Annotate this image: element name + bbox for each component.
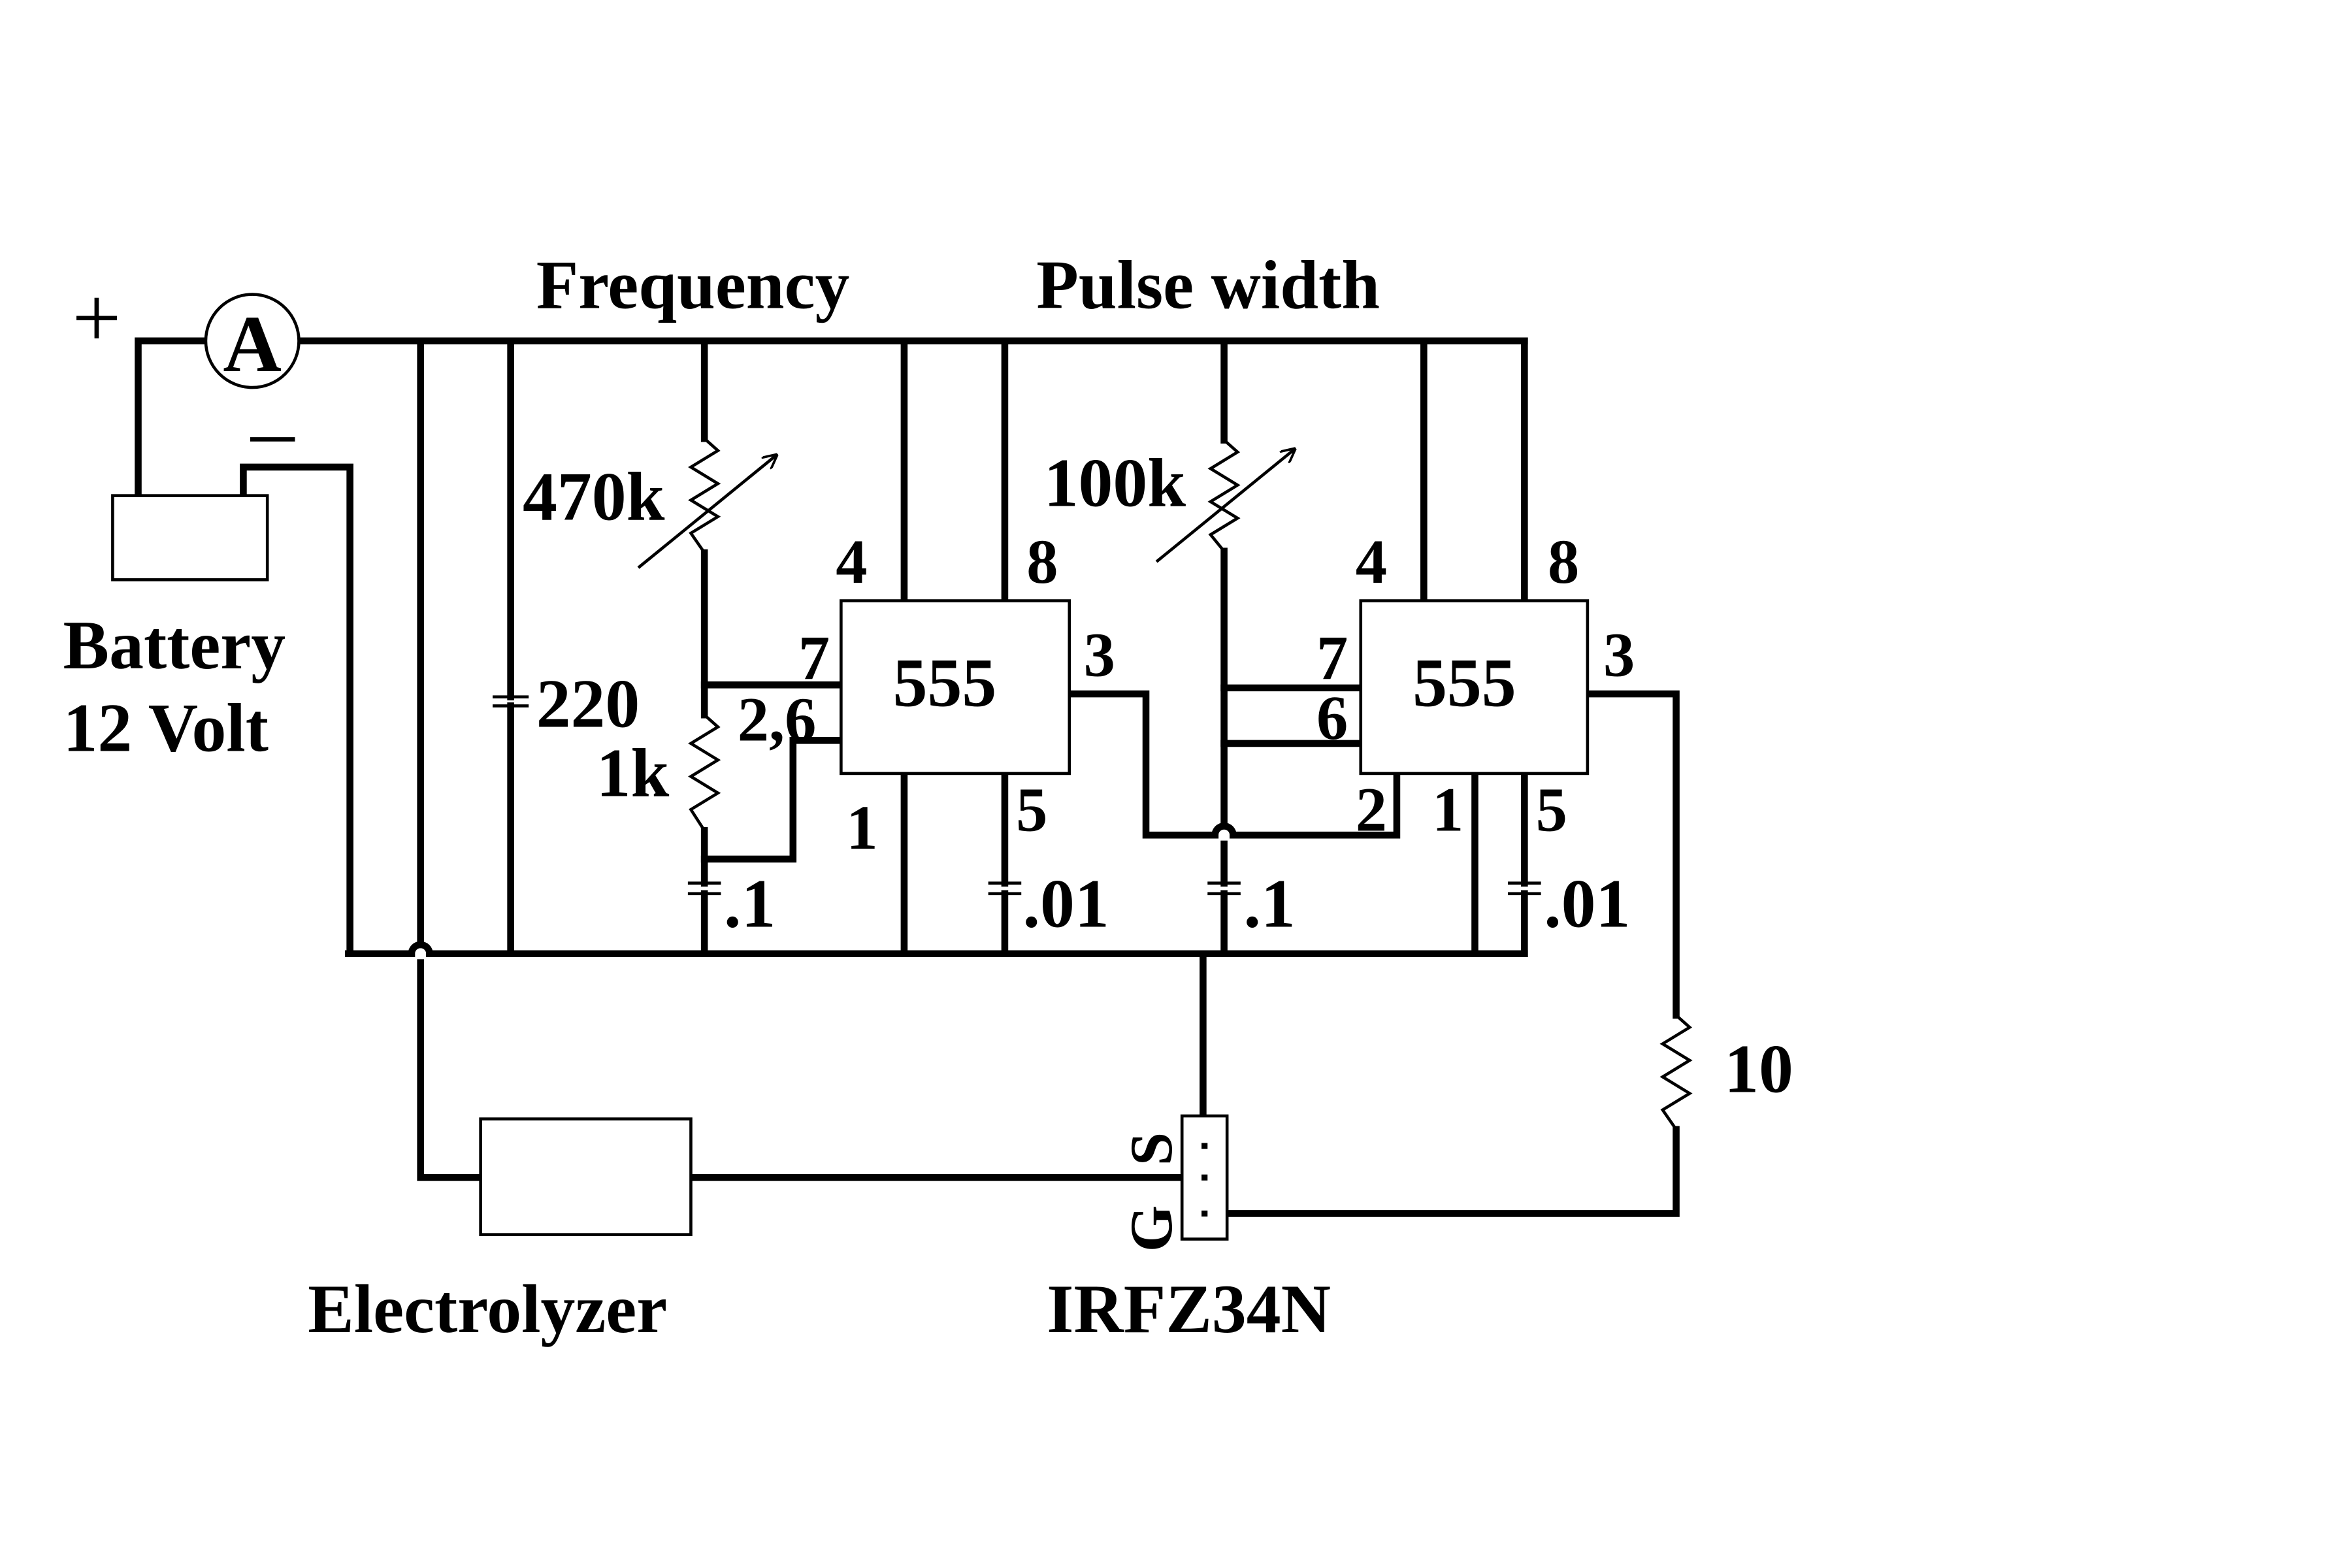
timer1-pin26: 2,6 — [738, 684, 817, 754]
mosfet-label: IRFZ34N — [1047, 1271, 1331, 1347]
timer2-pin1: 1 — [1432, 774, 1463, 844]
capacitor-220-label: 220 — [536, 666, 640, 742]
timer1-pin1: 1 — [846, 792, 877, 862]
timer2-pin7: 7 — [1316, 623, 1348, 693]
timer1-pin7: 7 — [798, 623, 830, 693]
timer2-name: 555 — [1413, 644, 1516, 721]
negative-terminal-sign: – — [250, 382, 295, 478]
timer2-pin8: 8 — [1548, 527, 1579, 596]
resistor-470k-label: 470k — [523, 458, 665, 534]
resistor-100k-label: 100k — [1044, 445, 1186, 521]
timer1-name: 555 — [893, 644, 997, 721]
battery — [111, 494, 269, 581]
variable-resistor-470k — [637, 437, 776, 569]
capacitor-point01-timer2 — [1508, 881, 1541, 896]
capacitor-point01-timer1-label: .01 — [1023, 865, 1109, 941]
variable-resistor-100k — [1155, 438, 1294, 563]
timer1-pin4: 4 — [836, 527, 867, 596]
resistor-10-label: 10 — [1724, 1030, 1793, 1107]
pulse-width-label: Pulse width — [1036, 246, 1380, 323]
timer1-pin8: 8 — [1026, 527, 1058, 596]
timer2-pin4: 4 — [1356, 527, 1387, 596]
capacitor-point01-timer2-label: .01 — [1544, 865, 1630, 941]
ammeter-label: A — [223, 299, 282, 389]
mosfet-irfz34n — [1180, 1114, 1229, 1241]
electrolyzer — [479, 1117, 693, 1236]
timer2-pin6: 6 — [1316, 683, 1348, 753]
timer2-chip — [1359, 599, 1590, 776]
capacitor-220 — [493, 695, 529, 708]
timer1-pin3: 3 — [1084, 619, 1115, 689]
electrolyzer-label: Electrolyzer — [308, 1271, 667, 1347]
battery-voltage-label: 12 Volt — [63, 689, 269, 766]
timer2-pin2: 2 — [1356, 774, 1387, 844]
timer1-pin5: 5 — [1016, 774, 1047, 844]
battery-label: Battery — [63, 607, 286, 683]
capacitor-point1-timer2-label: .1 — [1243, 865, 1295, 941]
resistor-10 — [1659, 1014, 1693, 1131]
mosfet-gate-label: G — [1118, 1205, 1184, 1252]
frequency-label: Frequency — [536, 246, 850, 323]
resistor-1k-label: 1k — [596, 734, 670, 811]
timer2-pin3: 3 — [1603, 619, 1635, 689]
capacitor-point1-timer2 — [1207, 881, 1241, 896]
capacitor-point01-timer1 — [988, 881, 1022, 896]
mosfet-source-label: S — [1118, 1132, 1184, 1166]
timer1-chip — [840, 599, 1071, 776]
resistor-1k — [688, 713, 721, 832]
capacitor-point1-timer1-label: .1 — [724, 865, 776, 941]
positive-terminal-sign: + — [72, 269, 121, 366]
ammeter: A — [204, 293, 301, 389]
capacitor-point1-timer1 — [687, 881, 721, 896]
timer2-pin5: 5 — [1536, 774, 1567, 844]
